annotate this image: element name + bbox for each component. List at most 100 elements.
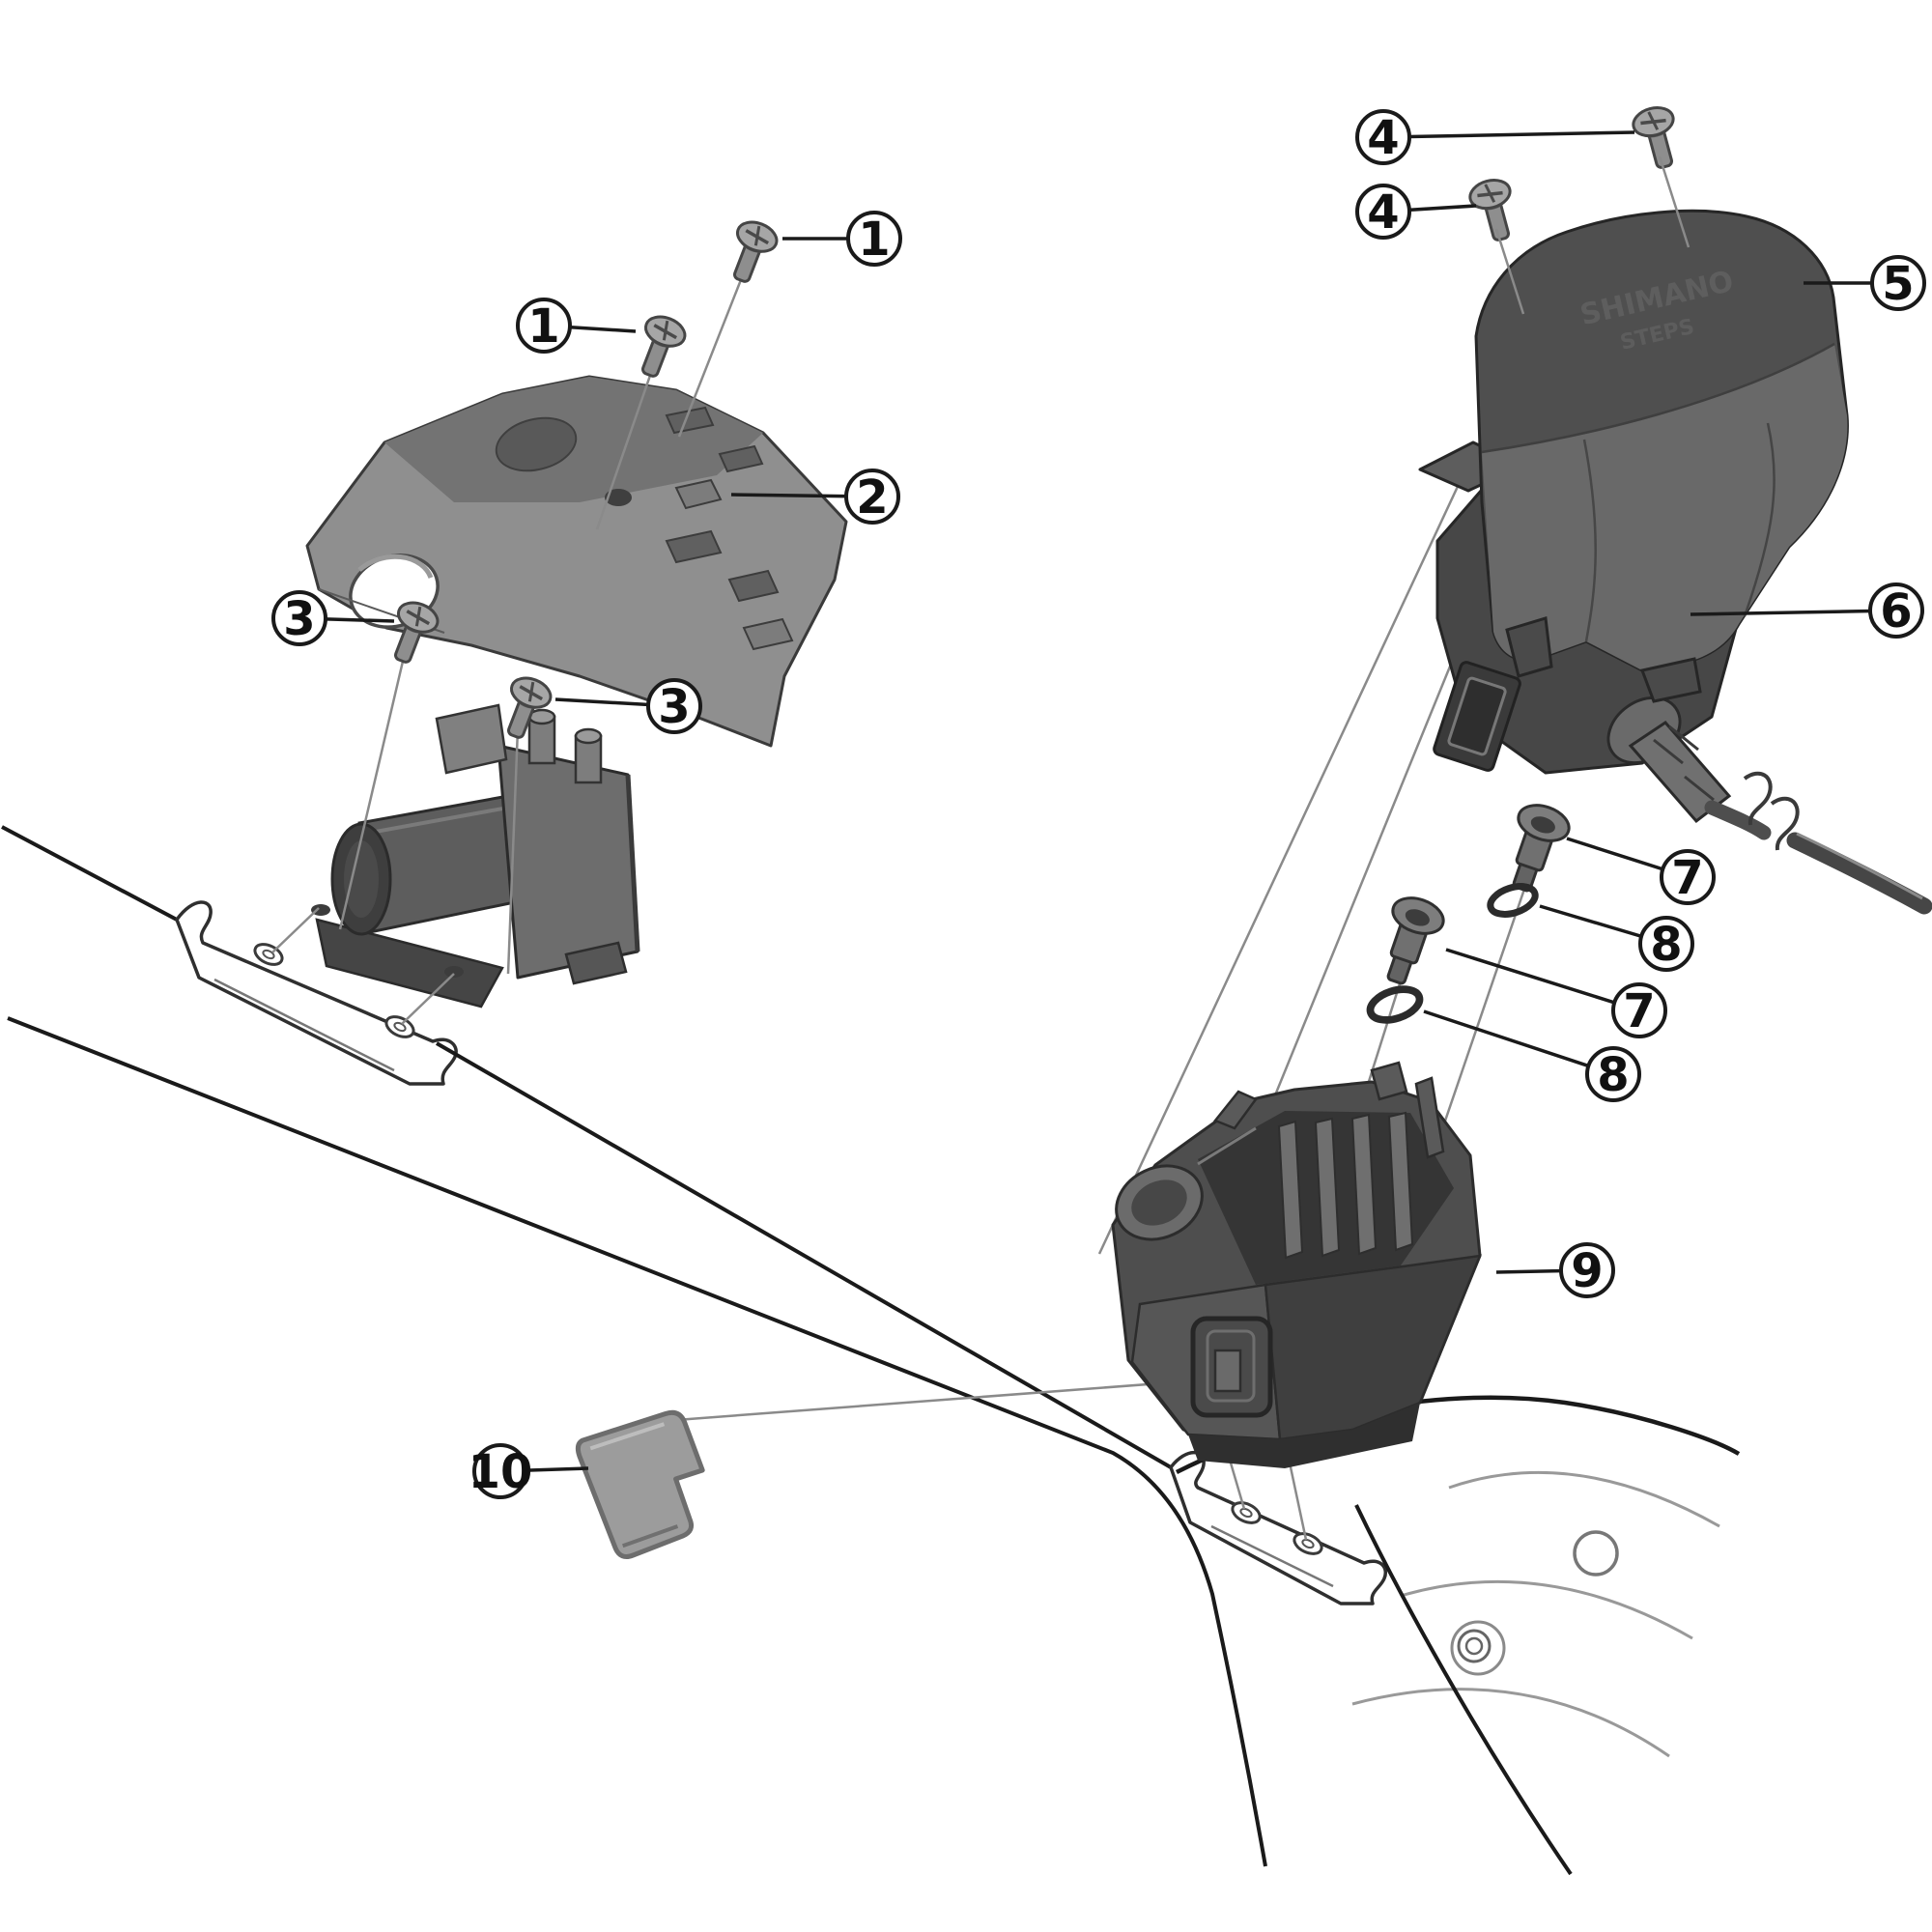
callout-number: 5 bbox=[1882, 257, 1914, 311]
callout-number: 6 bbox=[1880, 584, 1912, 639]
alignment-line bbox=[338, 652, 407, 930]
part-4-screw bbox=[1464, 174, 1523, 246]
callout-circle bbox=[472, 1443, 528, 1499]
callout-circle bbox=[1868, 582, 1924, 639]
housing-fins bbox=[1277, 1111, 1414, 1260]
callout-leader-line bbox=[1445, 948, 1640, 1012]
alignment-line bbox=[1097, 463, 1470, 1255]
alignment-line bbox=[595, 366, 655, 530]
callout-circle bbox=[1611, 982, 1667, 1038]
cable-break-symbol bbox=[1743, 771, 1800, 851]
callout-number: 7 bbox=[1623, 984, 1655, 1038]
callout-number: 1 bbox=[527, 299, 559, 354]
callout-circle bbox=[1355, 109, 1411, 165]
callout-6: 6 bbox=[1690, 582, 1924, 639]
frame-pivot-boss bbox=[1450, 1620, 1506, 1676]
frame-junction-curve-4 bbox=[1351, 1688, 1670, 1758]
callout-8: 8 bbox=[1423, 1009, 1641, 1102]
part-1-screw bbox=[720, 214, 783, 290]
callout-circle bbox=[844, 469, 900, 525]
callout-1: 1 bbox=[782, 211, 902, 267]
callout-number: 3 bbox=[283, 592, 315, 646]
bike-frame-outline bbox=[1, 825, 1741, 1876]
unit-connector-box bbox=[1433, 661, 1521, 772]
callout-layer: 1 1 2 3 3 4 4 5 6 7 8 7 8 9 10 bbox=[271, 109, 1926, 1499]
frame-tube-upper-line bbox=[1, 825, 178, 922]
callout-circle bbox=[271, 590, 327, 646]
screw-4-alignment-lines bbox=[1494, 156, 1690, 315]
callout-2: 2 bbox=[730, 469, 900, 525]
callout-leader-line bbox=[1690, 609, 1897, 616]
part-1-screw bbox=[628, 309, 692, 384]
callout-4: 4 bbox=[1355, 109, 1635, 165]
callout-number: 10 bbox=[469, 1445, 533, 1499]
callout-circle bbox=[516, 298, 572, 354]
part-7-bolt bbox=[1494, 797, 1576, 899]
callout-4: 4 bbox=[1355, 184, 1477, 240]
callout-1: 1 bbox=[516, 298, 637, 354]
part-2-bracket bbox=[305, 375, 848, 748]
alignment-line bbox=[675, 1379, 1187, 1422]
frame-mount-boss-left bbox=[175, 900, 458, 1086]
part-8-oring bbox=[1487, 881, 1539, 920]
callout-number: 1 bbox=[858, 213, 890, 267]
part-10-port-cover bbox=[575, 1409, 705, 1560]
callout-circle bbox=[1559, 1242, 1615, 1298]
callout-circle bbox=[646, 678, 702, 734]
frame-seat-tube-edge bbox=[1354, 1504, 1573, 1876]
callout-number: 4 bbox=[1367, 185, 1399, 240]
callout-leader-line bbox=[1382, 130, 1635, 139]
cable-before-break bbox=[1704, 800, 1772, 840]
housing-top-tabs bbox=[1212, 1061, 1445, 1159]
mount-boss-left-inner-line bbox=[213, 978, 395, 1072]
housing-left-socket bbox=[1115, 1164, 1204, 1241]
callout-5: 5 bbox=[1804, 255, 1926, 311]
callout-7: 7 bbox=[1566, 837, 1716, 905]
part-9-mount-housing bbox=[1111, 1061, 1482, 1468]
frame-tube-lower-line bbox=[7, 1016, 1267, 1867]
callout-8: 8 bbox=[1539, 904, 1694, 972]
callout-3: 3 bbox=[554, 678, 702, 734]
frame-junction-curve-3 bbox=[1400, 1579, 1693, 1640]
callout-number: 8 bbox=[1650, 918, 1682, 972]
callout-9: 9 bbox=[1495, 1242, 1615, 1298]
callout-3: 3 bbox=[271, 590, 395, 646]
callout-7: 7 bbox=[1445, 948, 1667, 1038]
callout-circle bbox=[1638, 916, 1694, 972]
frame-tube-upper-line-2 bbox=[435, 1041, 1173, 1469]
cover-tabs bbox=[1505, 616, 1702, 703]
callout-circle bbox=[1660, 849, 1716, 905]
alignment-line bbox=[271, 907, 320, 953]
part-5-cover: SHIMANO STEPS bbox=[1474, 209, 1849, 703]
callout-number: 4 bbox=[1367, 111, 1399, 165]
frame-hole bbox=[1573, 1530, 1619, 1577]
part-motor-unit bbox=[311, 703, 640, 1009]
callout-number: 2 bbox=[856, 470, 888, 525]
callout-circle bbox=[1585, 1046, 1641, 1102]
callout-number: 7 bbox=[1671, 851, 1703, 905]
bracket-slots bbox=[665, 406, 780, 603]
part-4-screw bbox=[1628, 101, 1687, 174]
callout-circle bbox=[1870, 255, 1926, 311]
callout-circle bbox=[1355, 184, 1411, 240]
housing-charge-port bbox=[1190, 1316, 1273, 1418]
alignment-line bbox=[401, 973, 455, 1025]
callout-number: 3 bbox=[658, 680, 690, 734]
callout-circle bbox=[846, 211, 902, 267]
frame-mount-boss-right bbox=[1169, 1450, 1387, 1605]
alignment-lines-left bbox=[271, 271, 746, 1025]
mount-boss-right-inner-line bbox=[1210, 1524, 1334, 1588]
part-8-oring bbox=[1366, 983, 1423, 1026]
alignment-line bbox=[506, 727, 520, 975]
alignment-line bbox=[677, 271, 746, 438]
cable-after-break bbox=[1786, 832, 1932, 915]
bracket-bosses bbox=[674, 478, 794, 651]
part-7-bolt bbox=[1369, 890, 1450, 992]
callout-10: 10 bbox=[469, 1443, 589, 1499]
unit-output-shaft bbox=[1628, 721, 1732, 824]
callout-number: 9 bbox=[1571, 1244, 1603, 1298]
callout-number: 8 bbox=[1597, 1048, 1629, 1102]
callout-leader-line bbox=[1423, 1009, 1614, 1076]
